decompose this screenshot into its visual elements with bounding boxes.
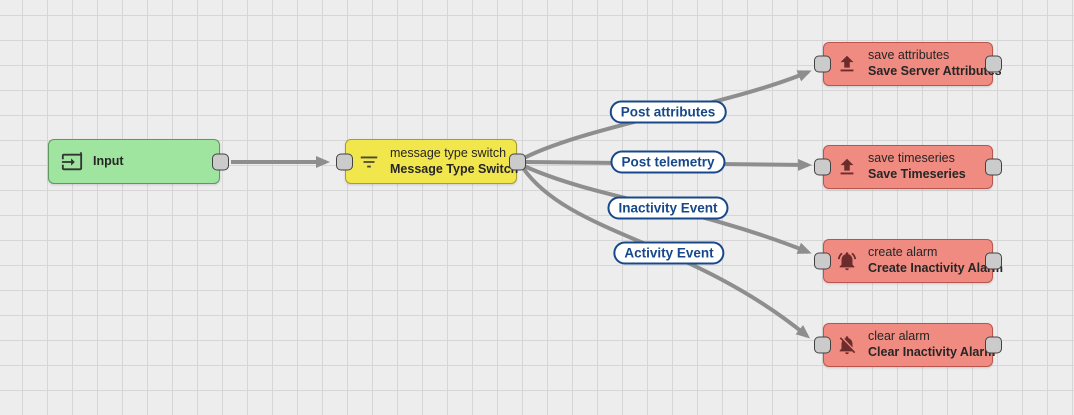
node-input-output-port[interactable]	[212, 153, 229, 170]
bell-off-icon	[836, 334, 858, 356]
node-save-attributes-input-port[interactable]	[814, 55, 831, 73]
node-switch-input-port[interactable]	[336, 153, 353, 170]
link-label-post-telemetry[interactable]: Post telemetry	[610, 150, 726, 174]
input-icon	[61, 151, 83, 173]
node-message-type-switch[interactable]: message type switch Message Type Switch	[336, 139, 526, 184]
node-save-timeseries-name: Save Timeseries	[868, 167, 966, 181]
node-create-alarm-type: create alarm	[868, 245, 938, 260]
node-clear-alarm-type: clear alarm	[868, 329, 930, 344]
node-save-timeseries-output-port[interactable]	[985, 158, 1002, 176]
upload-icon	[836, 156, 858, 178]
filter-icon	[358, 151, 380, 173]
node-switch-type: message type switch	[390, 145, 507, 160]
node-input-label: Input	[93, 153, 124, 168]
node-clear-alarm-output-port[interactable]	[985, 336, 1002, 354]
node-save-timeseries-type: save timeseries	[868, 151, 955, 166]
node-create-alarm-input-port[interactable]	[814, 252, 831, 270]
node-save-attributes-output-port[interactable]	[985, 55, 1002, 73]
node-save-timeseries[interactable]: save timeseries Save Timeseries	[814, 145, 1002, 189]
upload-icon	[836, 53, 858, 75]
node-save-attributes-name: Save Server Attributes	[868, 64, 1002, 78]
bell-ring-icon	[836, 250, 858, 272]
node-input[interactable]: Input	[48, 139, 229, 184]
node-create-inactivity-alarm[interactable]: create alarm Create Inactivity Alarm	[814, 239, 1003, 283]
node-create-alarm-output-port[interactable]	[985, 252, 1002, 270]
node-clear-alarm-name: Clear Inactivity Alarm	[868, 345, 996, 359]
link-label-post-attributes[interactable]: Post attributes	[609, 100, 727, 124]
node-switch-name: Message Type Switch	[390, 161, 519, 176]
node-save-timeseries-input-port[interactable]	[814, 158, 831, 176]
link-label-inactivity-event[interactable]: Inactivity Event	[607, 196, 729, 220]
node-save-attributes-type: save attributes	[868, 48, 950, 63]
node-clear-inactivity-alarm[interactable]: clear alarm Clear Inactivity Alarm	[814, 323, 1002, 367]
node-clear-alarm-input-port[interactable]	[814, 336, 831, 354]
node-create-alarm-name: Create Inactivity Alarm	[868, 261, 1004, 275]
link-label-activity-event[interactable]: Activity Event	[613, 241, 725, 265]
node-save-server-attributes[interactable]: save attributes Save Server Attributes	[814, 42, 1002, 86]
node-switch-output-port[interactable]	[509, 153, 526, 170]
